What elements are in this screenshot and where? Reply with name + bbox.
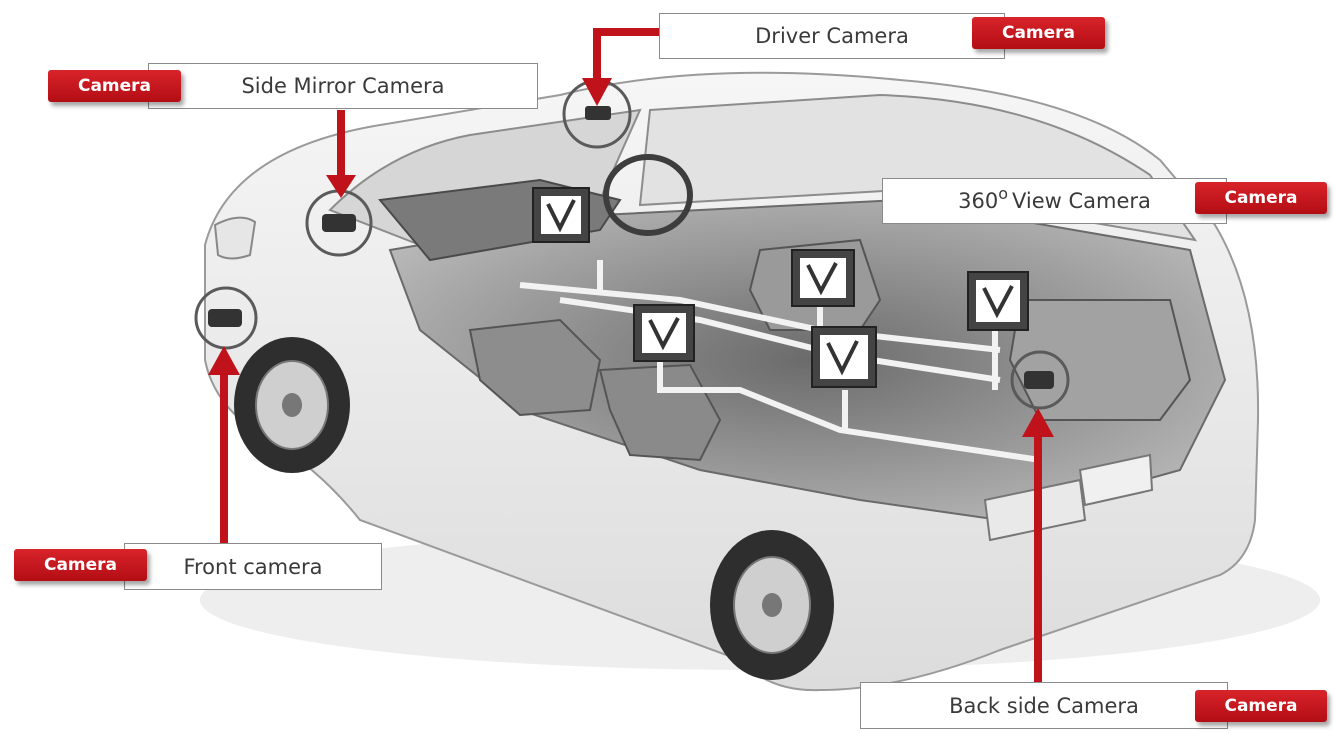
monitor-mid-left — [633, 304, 695, 362]
side-mirror-camera-text: Side Mirror Camera — [241, 74, 445, 98]
camera-circle-back — [1010, 350, 1070, 410]
back-side-camera-tag-text: Camera — [1224, 696, 1298, 716]
arrow-back — [1022, 408, 1054, 682]
front-camera-tag-text: Camera — [43, 555, 118, 575]
view360-degree-symbol: o — [998, 184, 1008, 203]
side-mirror-camera-tag: Camera — [48, 70, 181, 102]
front-camera-label: Front camera — [124, 543, 382, 590]
back-side-camera-text: Back side Camera — [949, 693, 1139, 718]
front-wheel — [234, 337, 350, 473]
wiring-harness — [519, 260, 1041, 463]
driver-camera-label: Driver Camera — [659, 13, 1005, 59]
headlight — [213, 216, 257, 260]
driver-camera-text: Driver Camera — [755, 24, 909, 48]
camera-circle-front — [194, 286, 258, 350]
arrow-front — [208, 346, 240, 545]
steering-wheel — [603, 154, 693, 236]
arrow-mirror — [326, 110, 356, 198]
front-camera-text: Front camera — [183, 554, 323, 579]
view360-degree: 360 — [958, 189, 999, 213]
driver-camera-tag-text: Camera — [1001, 23, 1076, 43]
seat-front-left — [468, 318, 602, 417]
seat-rear — [1008, 299, 1192, 421]
monitor-dashboard — [532, 187, 590, 243]
back-side-camera-label: Back side Camera — [860, 682, 1228, 729]
side-mirror-camera-tag-text: Camera — [77, 76, 152, 96]
rear-wheel — [710, 530, 834, 680]
monitor-mid-top — [791, 249, 855, 307]
view360-camera-tag: Camera — [1195, 182, 1327, 214]
monitor-rear — [967, 271, 1029, 331]
driver-camera-tag: Camera — [972, 17, 1105, 49]
arrow-driver — [582, 28, 660, 106]
back-side-camera-tag: Camera — [1195, 690, 1327, 722]
front-camera-tag: Camera — [14, 549, 147, 581]
view360-camera-tag-text: Camera — [1224, 188, 1298, 208]
side-mirror-camera-label: Side Mirror Camera — [148, 63, 538, 109]
view360-rest: View Camera — [1011, 189, 1151, 213]
monitor-mid-center — [811, 326, 877, 388]
